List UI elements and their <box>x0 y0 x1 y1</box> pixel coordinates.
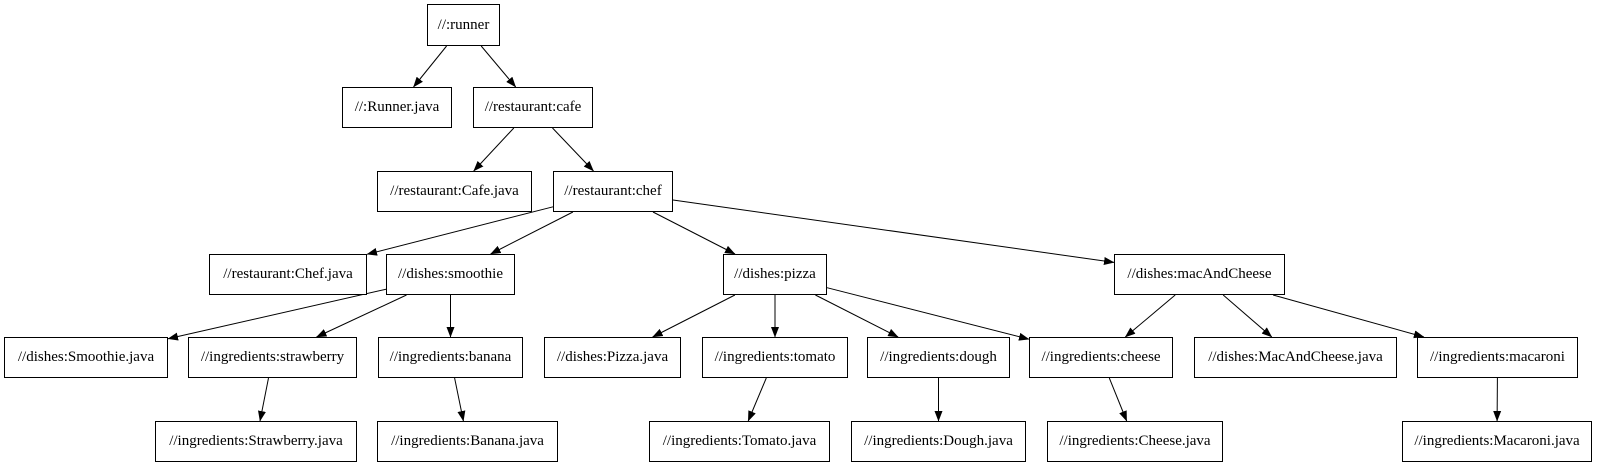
graph-edge-strawberry-to-strawberry_java <box>258 377 269 422</box>
graph-node-cafe: //restaurant:cafe <box>473 87 593 128</box>
graph-edge-runner-to-runner_java <box>413 45 447 88</box>
graph-edge-pizza-to-pizza_java <box>652 294 736 338</box>
graph-node-macandcheese: //dishes:macAndCheese <box>1114 254 1285 295</box>
graph-node-smoothie_java: //dishes:Smoothie.java <box>4 337 168 378</box>
graph-node-strawberry_java: //ingredients:Strawberry.java <box>155 421 357 462</box>
graph-edge-smoothie-to-smoothie_java <box>167 288 387 341</box>
graph-node-runner_java: //:Runner.java <box>342 87 452 128</box>
graph-node-cheese_java: //ingredients:Cheese.java <box>1047 421 1223 462</box>
graph-node-chef_java: //restaurant:Chef.java <box>209 254 367 295</box>
graph-edge-runner-to-cafe <box>480 45 517 88</box>
graph-node-cheese: //ingredients:cheese <box>1029 337 1173 378</box>
graph-edge-smoothie-to-strawberry <box>316 294 407 338</box>
graph-node-tomato_java: //ingredients:Tomato.java <box>649 421 830 462</box>
graph-node-macaroni: //ingredients:macaroni <box>1417 337 1578 378</box>
graph-edge-tomato-to-tomato_java <box>747 377 767 422</box>
graph-node-macaroni_java: //ingredients:Macaroni.java <box>1402 421 1592 462</box>
graph-edge-macandcheese-to-cheese <box>1124 294 1176 338</box>
graph-node-pizza_java: //dishes:Pizza.java <box>544 337 681 378</box>
graph-node-cafe_java: //restaurant:Cafe.java <box>377 171 532 212</box>
graph-edge-chef-to-smoothie <box>490 211 574 255</box>
graph-node-macandcheese_java: //dishes:MacAndCheese.java <box>1194 337 1397 378</box>
graph-node-smoothie: //dishes:smoothie <box>386 254 515 295</box>
graph-node-banana: //ingredients:banana <box>378 337 523 378</box>
graph-edge-cafe-to-cafe_java <box>473 127 515 172</box>
graph-node-runner: //:runner <box>427 4 500 46</box>
graph-edge-macandcheese-to-macaroni <box>1272 294 1425 339</box>
graph-node-chef: //restaurant:chef <box>553 171 673 212</box>
graph-edge-chef-to-chef_java <box>366 206 554 256</box>
graph-node-strawberry: //ingredients:strawberry <box>188 337 357 378</box>
graph-edge-chef-to-pizza <box>652 211 736 255</box>
graph-edge-pizza-to-cheese <box>826 287 1030 341</box>
graph-edge-cheese-to-cheese_java <box>1108 377 1128 422</box>
graph-edge-pizza-to-dough <box>815 294 899 338</box>
graph-edge-cafe-to-chef <box>552 127 594 172</box>
graph-edge-banana-to-banana_java <box>454 377 466 422</box>
graph-node-dough_java: //ingredients:Dough.java <box>851 421 1026 462</box>
graph-node-banana_java: //ingredients:Banana.java <box>377 421 558 462</box>
graph-edge-macandcheese-to-macandcheese_java <box>1222 294 1273 338</box>
graph-node-tomato: //ingredients:tomato <box>702 337 848 378</box>
graph-node-dough: //ingredients:dough <box>867 337 1010 378</box>
graph-node-pizza: //dishes:pizza <box>723 254 827 295</box>
